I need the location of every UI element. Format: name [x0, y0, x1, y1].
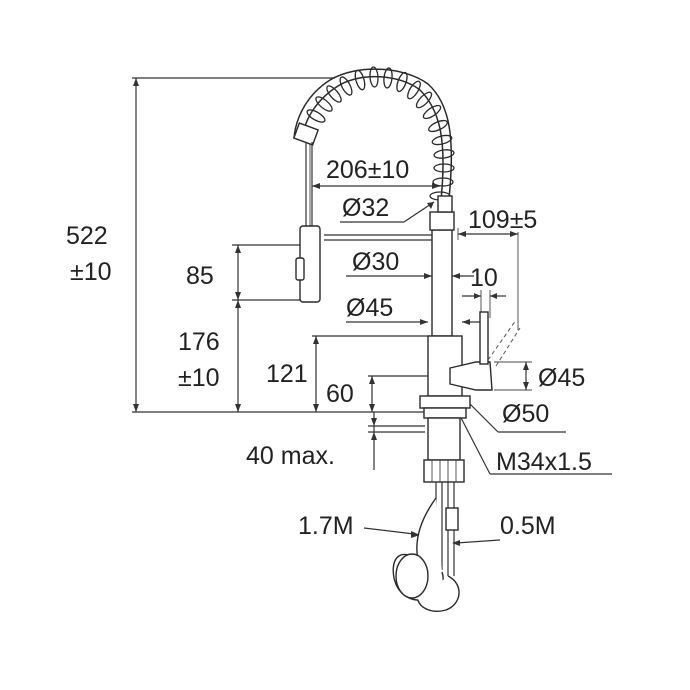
upper-tube-diameter	[346, 273, 474, 279]
flange-diameter-label: Ø50	[502, 400, 549, 428]
deck-thickness-dimension	[368, 412, 425, 470]
spout-height-label-value: 176	[178, 328, 220, 356]
spout-height-label-tolerance: ±10	[178, 364, 220, 392]
upper-diameter-label: Ø30	[352, 248, 399, 276]
reach-dimension	[309, 140, 440, 240]
thread-leader	[457, 411, 612, 475]
body-diameter-top-label: Ø45	[346, 294, 393, 322]
lever-reach-label: 109±5	[468, 206, 537, 234]
lever-reach-dimension	[457, 228, 519, 330]
total-height-label-value: 522	[66, 222, 108, 250]
thread-label: M34x1.5	[496, 448, 592, 476]
lever-offset-label: 10	[470, 264, 498, 292]
sprayhead-height-dimension	[232, 244, 300, 412]
spring-coil	[293, 66, 455, 213]
reach-label: 206±10	[326, 156, 409, 184]
sprayhead	[292, 122, 321, 303]
max-deck-label: 40 max.	[246, 442, 335, 470]
undersink-assembly	[392, 417, 465, 612]
handle-diameter-label: Ø45	[538, 364, 585, 392]
hose-long-label: 1.7M	[298, 512, 354, 540]
hose-leaders	[363, 527, 501, 546]
overall-height-dimension	[132, 77, 430, 413]
total-height-label-tolerance: ±10	[70, 258, 112, 286]
body-height-dimension	[312, 335, 430, 412]
body-height-label: 121	[266, 360, 308, 388]
sprayhead-length-label: 85	[186, 262, 214, 290]
faucet-body	[324, 211, 521, 419]
hose-short-label: 0.5M	[500, 512, 556, 540]
spout-diameter-leader	[340, 201, 435, 223]
spout-diameter-label: Ø32	[342, 194, 389, 222]
base-height-label: 60	[326, 380, 354, 408]
handle-diameter-dimension	[494, 361, 532, 391]
